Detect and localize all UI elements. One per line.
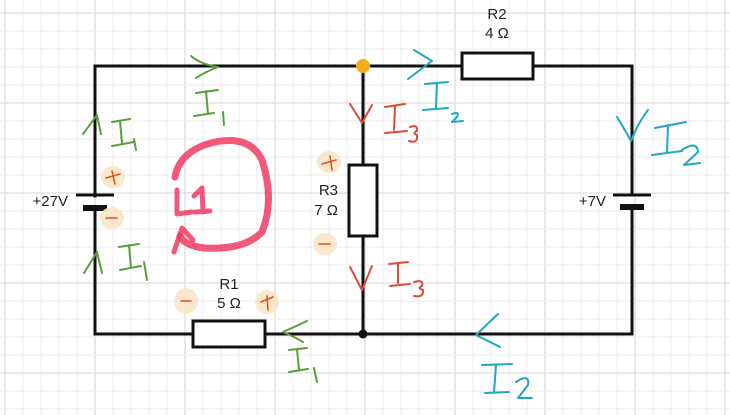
loop-label-l1 (174, 185, 213, 217)
polarity-r3-plus (317, 151, 341, 173)
polarity-v1-plus (101, 166, 125, 188)
arrow-i1-top (190, 55, 219, 79)
battery-v1-label: +27V (33, 193, 68, 210)
battery-v2-label: +7V (579, 193, 606, 210)
polarity-v1-minus (100, 207, 124, 229)
arrow-i1-bottom (282, 320, 308, 343)
arrow-i2-right (616, 109, 649, 142)
resistor-r2-name: R2 (487, 6, 506, 23)
wire-right-bottom (263, 204, 634, 336)
resistor-r1-body (191, 319, 267, 349)
loop-arrowhead (171, 225, 196, 255)
resistor-r2: R2 4 Ω (460, 6, 535, 81)
resistor-r1-name: R1 (219, 276, 238, 293)
label-i1-left-upper (111, 118, 137, 151)
arrow-i3-upper (349, 103, 373, 124)
label-i1-top (193, 89, 225, 126)
arrow-i2-top (407, 49, 433, 80)
label-i1-left-lower (118, 243, 148, 281)
battery-v1: +27V (33, 193, 114, 211)
polarity-r1-minus (174, 288, 198, 314)
wire-top-right (532, 64, 634, 196)
polarity-r3-minus (313, 233, 337, 255)
arrow-i2-bottom (475, 313, 501, 348)
current-labels (111, 81, 701, 399)
wire-left-bottom (93, 206, 195, 336)
wires (93, 64, 634, 336)
label-i1-bottom (288, 347, 318, 383)
current-arrows (82, 49, 649, 348)
resistor-r2-body (460, 51, 535, 81)
arrow-i3-lower (349, 265, 373, 291)
junction-bottom (358, 329, 368, 339)
label-i3-lower (388, 261, 425, 298)
battery-v2: +7V (579, 193, 651, 210)
polarity-r1-plus (255, 290, 279, 314)
arrow-i1-left-lower (83, 251, 103, 274)
resistor-r2-value: 4 Ω (485, 25, 509, 42)
resistor-r3-value: 7 Ω (314, 202, 338, 219)
label-i3-upper (384, 103, 419, 143)
polarity-markers (100, 151, 341, 314)
arrow-i1-left-upper (82, 114, 102, 135)
label-i2-right (651, 121, 701, 166)
label-i2-top (422, 81, 464, 123)
resistor-r3-body (347, 163, 379, 238)
resistor-r1-value: 5 Ω (217, 295, 241, 312)
resistor-r3-name: R3 (319, 182, 338, 199)
resistor-r3: R3 7 Ω (314, 163, 379, 238)
label-i2-bottom (481, 363, 533, 399)
loop-arrow (171, 137, 272, 252)
junction-top-highlighted[interactable] (356, 59, 370, 73)
loop-annotation-l1 (171, 137, 272, 255)
resistor-r1: R1 5 Ω (191, 276, 267, 349)
